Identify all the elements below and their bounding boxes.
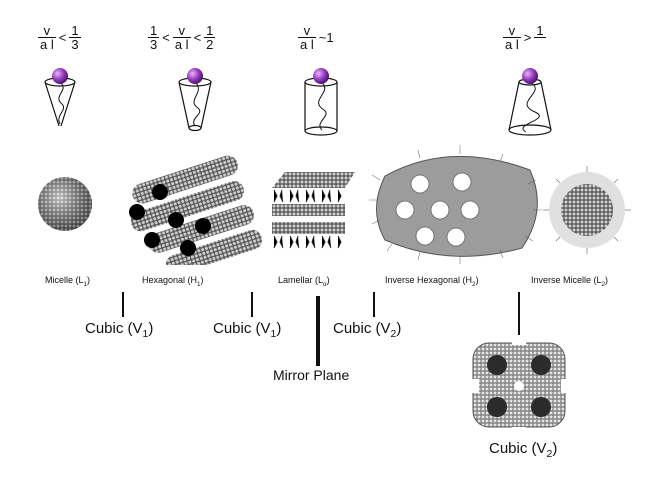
headgroup-icon: [313, 68, 329, 84]
label-close: ): [396, 320, 402, 337]
mirror-plane-label: Mirror Plane: [273, 367, 350, 383]
label-subscript: 1: [83, 280, 88, 288]
micelle-structure: [38, 177, 92, 231]
headgroup-icon: [187, 68, 203, 84]
lamellar-structure: [272, 172, 355, 249]
inverted-cone-shape-icon: [508, 68, 552, 136]
numerator: v: [298, 24, 316, 38]
denominator: [534, 38, 545, 51]
denominator: a l: [40, 37, 54, 52]
numerator: 1: [69, 23, 81, 38]
cylinder-shape-icon: [304, 68, 338, 136]
label-close: ): [326, 275, 330, 285]
label-close: ): [200, 275, 204, 285]
numerator: v: [503, 24, 521, 38]
label-subscript: 2: [472, 280, 476, 288]
denominator: 3: [71, 37, 79, 52]
label-subscript: 2: [390, 328, 397, 340]
headgroup-icon: [522, 68, 538, 84]
hexagonal-structure: [129, 155, 263, 265]
denominator: a l: [174, 37, 189, 52]
label-text: Hexagonal (H: [142, 275, 198, 285]
label-text: Cubic (V: [85, 320, 143, 337]
cone-shape-icon: [44, 68, 76, 127]
operator-text: <: [162, 30, 170, 45]
numerator: 1: [204, 23, 216, 38]
cubic-v2-structure: [465, 335, 575, 435]
numerator: v: [38, 24, 56, 38]
phase-label-micelle: Micelle (L1): [45, 275, 91, 288]
label-text: Lamellar (L: [278, 275, 324, 285]
label-subscript: 2: [601, 280, 606, 288]
cubic-label-v2: Cubic (V2): [333, 320, 402, 340]
label-text: Inverse Micelle (L: [531, 275, 602, 285]
connector-line: [373, 292, 375, 317]
operator-text: ~1: [318, 30, 334, 45]
label-text: Cubic (V: [213, 320, 271, 337]
denominator: 3: [150, 37, 158, 52]
phase-label-inverse-micelle: Inverse Micelle (L2): [531, 275, 609, 288]
truncated-cone-shape-icon: [178, 68, 212, 132]
label-close: ): [148, 320, 154, 337]
inverse-micelle-structure: [543, 166, 631, 254]
label-subscript: α: [323, 280, 327, 288]
connector-line: [518, 292, 520, 338]
label-close: ): [552, 440, 558, 457]
label-close: ): [276, 320, 282, 337]
phase-structures: [38, 145, 631, 265]
label-subscript: 1: [197, 280, 201, 288]
operator-text: <: [58, 30, 67, 45]
label-text: Micelle (L: [45, 275, 84, 285]
operator-text: >: [523, 30, 532, 45]
phase-label-hexagonal: Hexagonal (H1): [142, 275, 204, 288]
molecule-shapes: [44, 68, 552, 136]
cubic-label-v2-structure: Cubic (V2): [489, 440, 558, 460]
phase-label-lamellar: Lamellar (Lα): [278, 275, 330, 288]
connector-line: [122, 292, 124, 317]
phase-label-inverse-hexagonal: Inverse Hexagonal (H2): [385, 275, 479, 288]
headgroup-icon: [52, 68, 68, 84]
connector-line: [251, 292, 253, 317]
denominator: 2: [206, 37, 214, 52]
label-text: Inverse Hexagonal (H: [385, 275, 473, 285]
label-close: ): [605, 275, 609, 285]
numerator: 1: [534, 23, 546, 38]
cubic-label-v1-right: Cubic (V1): [213, 320, 282, 340]
inverse-hexagonal-structure: [369, 145, 542, 264]
denominator: a l: [505, 37, 519, 52]
numerator: 1: [148, 23, 160, 38]
label-subscript: 1: [142, 328, 149, 340]
label-close: ): [87, 275, 91, 285]
label-close: ): [475, 275, 479, 285]
label-subscript: 1: [270, 328, 277, 340]
fraction: 1: [534, 23, 546, 51]
mirror-plane-line: [316, 296, 320, 366]
denominator: a l: [300, 37, 314, 52]
label-text: Cubic (V: [489, 440, 547, 457]
operator-text: <: [193, 30, 202, 45]
label-text: Cubic (V: [333, 320, 391, 337]
label-subscript: 2: [546, 448, 553, 460]
numerator: v: [172, 24, 191, 38]
cubic-label-v1-left: Cubic (V1): [85, 320, 154, 340]
